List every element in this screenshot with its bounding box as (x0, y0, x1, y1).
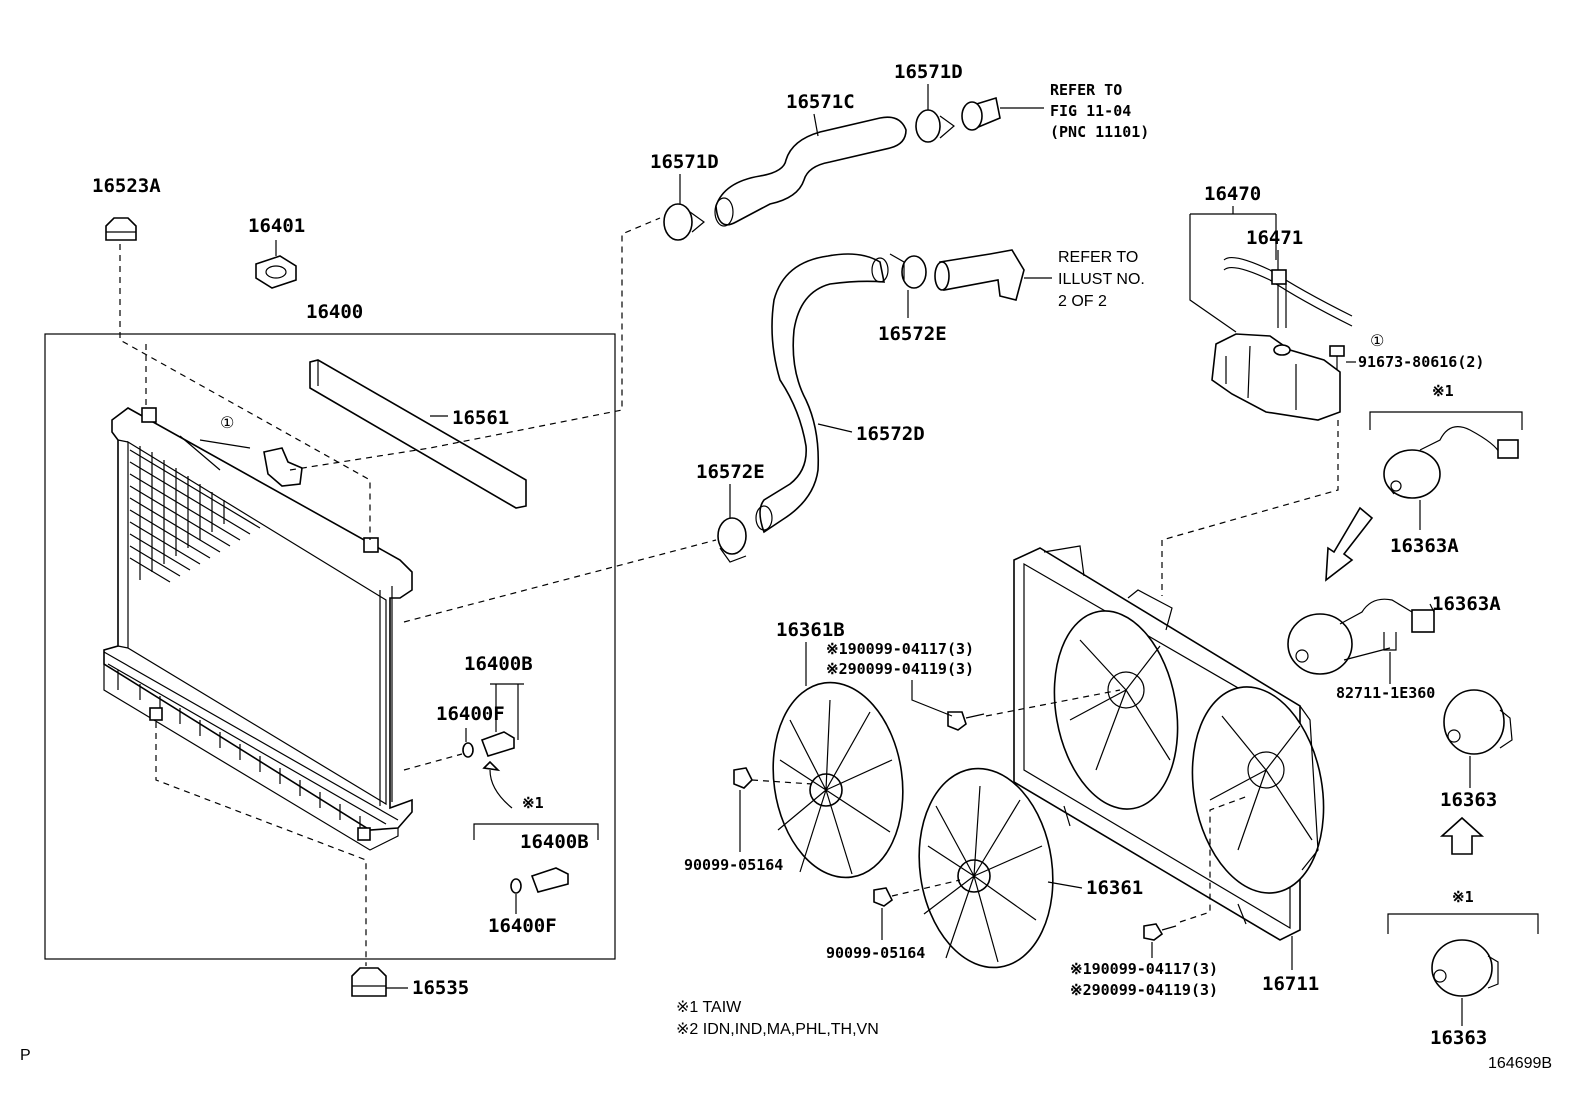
label-16400B-upper: 16400B (464, 653, 533, 675)
label-16571D-left: 16571D (650, 151, 719, 173)
bolt-spec-upper-2: ※290099-04119(3) (826, 660, 974, 678)
bolt-spec-upper-1: ※190099-04117(3) (826, 640, 974, 658)
cushion-top-16523A (105, 217, 137, 241)
arrow-up (1439, 816, 1485, 855)
label-16561: 16561 (452, 407, 509, 429)
label-16363-mid: 16363 (1440, 789, 1497, 811)
label-16361B: 16361B (776, 619, 845, 641)
water-outlet-fitting (934, 249, 1025, 301)
label-16363A-mid: 16363A (1432, 593, 1501, 615)
fan-16361B (772, 681, 904, 879)
label-16572E-lower: 16572E (696, 461, 765, 483)
note-taiw: ※1 TAIW (676, 999, 742, 1016)
clamp-16571D-left (663, 203, 705, 241)
pipe-stub-top (961, 96, 1001, 131)
clamp-16572E-lower (717, 517, 747, 563)
ref-illust-line1: REFER TO (1058, 249, 1138, 266)
arrow-down (1325, 506, 1374, 582)
ref-fig-line3: (PNC 11101) (1050, 123, 1149, 141)
label-16363A-top: 16363A (1390, 535, 1459, 557)
drain-plug-lower (510, 867, 569, 894)
label-16572D: 16572D (856, 423, 925, 445)
label-16401: 16401 (248, 215, 305, 237)
nut-90099-upper (733, 767, 753, 789)
label-16361: 16361 (1086, 877, 1143, 899)
bolt-fan-lower (1143, 923, 1177, 941)
fan-motor-16363-bottom (1431, 939, 1499, 997)
label-16400F-upper: 16400F (436, 703, 505, 725)
drain-plug-upper (462, 683, 524, 758)
ref-illust-line2: ILLUST NO. (1058, 271, 1145, 288)
nut-90099-lower (873, 887, 894, 907)
label-91673: 91673-80616(2) (1358, 353, 1484, 371)
marker-taiw-bottom: ※1 (1452, 888, 1474, 906)
ref-illust-line3: 2 OF 2 (1058, 293, 1107, 310)
label-16400: 16400 (306, 301, 363, 323)
label-16363-bottom: 16363 (1430, 1027, 1487, 1049)
radiator-cap-16401 (255, 255, 297, 289)
circle-marker-radiator: ① (220, 415, 234, 432)
label-16400B-lower: 16400B (520, 831, 589, 853)
reservoir-tank-16470 (1211, 333, 1341, 421)
label-16470: 16470 (1204, 183, 1261, 205)
label-16471: 16471 (1246, 227, 1303, 249)
clamp-16572E-upper (889, 253, 927, 289)
label-16571C: 16571C (786, 91, 855, 113)
lower-hose-16572D (755, 253, 889, 534)
label-16523A: 16523A (92, 175, 161, 197)
fan-16361 (918, 767, 1054, 969)
radiator-group-frame (44, 333, 616, 960)
circle-marker-hose: ① (1370, 333, 1384, 350)
note-regions: ※2 IDN,IND,MA,PHL,TH,VN (676, 1021, 879, 1038)
marker-taiw-top: ※1 (1432, 382, 1454, 400)
label-90099-lower: 90099-05164 (826, 944, 925, 962)
marker-taiw-drain: ※1 (522, 794, 544, 812)
label-90099-upper: 90099-05164 (684, 856, 783, 874)
label-16571D-right: 16571D (894, 61, 963, 83)
seal-strip-16561 (309, 359, 527, 509)
bolt-spec-lower-1: ※190099-04117(3) (1070, 960, 1218, 978)
label-16572E-upper: 16572E (878, 323, 947, 345)
fan-motor-16363-mid (1443, 689, 1513, 755)
ref-fig-line2: FIG 11-04 (1050, 102, 1131, 120)
bolt-91673 (1329, 345, 1345, 370)
bolt-spec-lower-2: ※290099-04119(3) (1070, 981, 1218, 999)
bolt-fan-upper (947, 711, 985, 731)
ref-fig-line1: REFER TO (1050, 81, 1122, 99)
reservoir-hose-16471 (1223, 257, 1353, 328)
diagram-id: 164699B (1488, 1055, 1552, 1072)
fan-motor-16363A-top (1383, 426, 1519, 499)
label-16400F-lower: 16400F (488, 915, 557, 937)
upper-hose-16571C (714, 116, 907, 227)
label-16535: 16535 (412, 977, 469, 999)
radiator-illustration (103, 407, 413, 851)
label-16711: 16711 (1262, 973, 1319, 995)
clamp-16571D-right (915, 109, 955, 143)
corner-mark-left: P (20, 1047, 31, 1064)
fan-motor-16363A-mid (1287, 598, 1435, 675)
cushion-bottom-16535 (351, 967, 387, 997)
label-82711: 82711-1E360 (1336, 684, 1435, 702)
fan-shroud-16711 (1013, 545, 1325, 941)
